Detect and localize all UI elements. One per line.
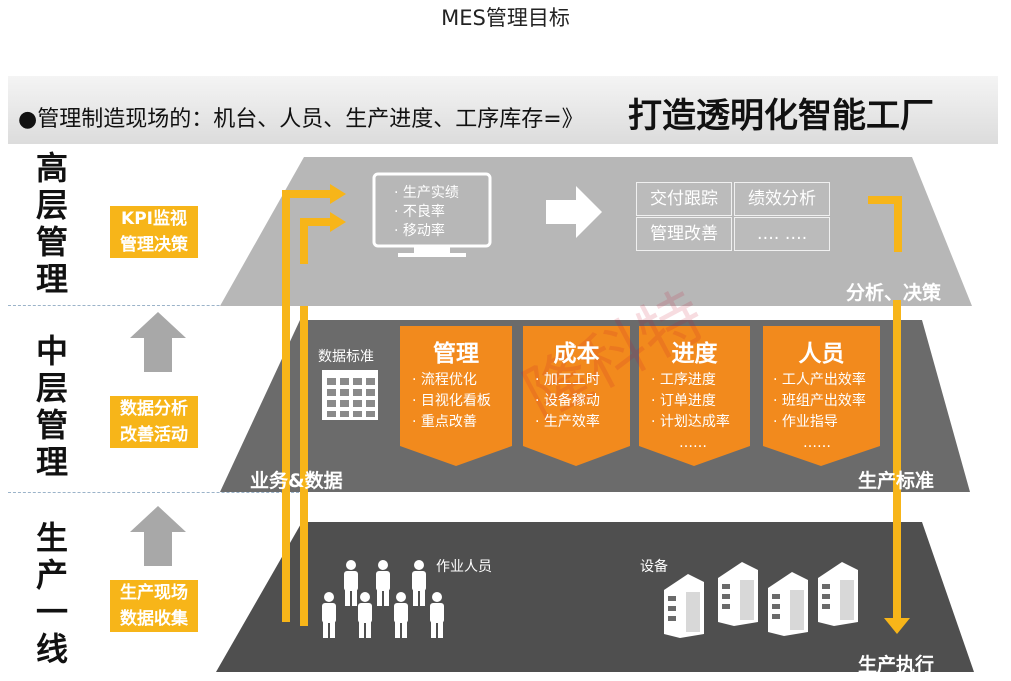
card-title: 管理 xyxy=(433,341,479,367)
down-arrow-icon xyxy=(884,618,910,634)
bent-arrow-icon xyxy=(868,196,902,252)
equipment-label: 设备 xyxy=(640,559,668,575)
level-label-top: 高层管理 xyxy=(32,150,72,298)
card-item: · 订单进度 xyxy=(651,393,716,409)
level-divider xyxy=(8,492,304,493)
level-divider xyxy=(8,305,304,306)
up-arrow-icon xyxy=(130,312,186,372)
monitor-base-icon xyxy=(398,253,466,257)
arrow-head-icon xyxy=(330,212,346,232)
card-cost-content: 成本 · 加工工时 · 设备稼动 · 生产效率 xyxy=(523,334,630,433)
card-item: · 工序进度 xyxy=(651,372,716,388)
level-label-top-text: 高层管理 xyxy=(35,149,68,298)
banner-emphasis-text: 打造透明化智能工厂 xyxy=(628,96,934,136)
tag-analysis-improvement: 数据分析 改善活动 xyxy=(110,396,198,448)
card-management-content: 管理 · 流程优化 · 目视化看板 · 重点改善 xyxy=(400,334,512,433)
tag-line: 数据收集 xyxy=(120,609,188,629)
banner-lead-text: ●管理制造现场的：机台、人员、生产进度、工序库存=》 xyxy=(18,107,584,132)
card-title: 成本 xyxy=(553,341,600,367)
card-item: …… xyxy=(803,435,831,451)
card-item: · 生产效率 xyxy=(535,414,600,430)
pillar-right xyxy=(893,300,901,620)
card-title: 进度 xyxy=(671,341,718,367)
grid-cell: 绩效分析 xyxy=(734,182,830,216)
card-item: …… xyxy=(679,435,707,451)
card-people xyxy=(763,326,880,466)
tag-line: 改善活动 xyxy=(120,425,188,445)
up-arrow-icon xyxy=(130,506,186,566)
card-item: · 流程优化 xyxy=(412,372,477,388)
card-people-content: 人员 · 工人产出效率 · 班组产出效率 · 作业指导 …… xyxy=(763,334,880,454)
card-item: · 班组产出效率 xyxy=(773,393,866,409)
tag-line: 管理决策 xyxy=(120,235,188,255)
pillar-left xyxy=(282,262,290,622)
card-item: · 设备稼动 xyxy=(535,393,600,409)
workers-label: 作业人员 xyxy=(436,559,492,575)
card-item: · 作业指导 xyxy=(773,414,838,430)
card-progress-content: 进度 · 工序进度 · 订单进度 · 计划达成率 …… xyxy=(639,334,750,454)
level-label-middle-text: 中层管理 xyxy=(35,332,68,481)
top-layer-caption: 分析、决策 xyxy=(846,282,942,304)
headline-banner xyxy=(8,76,998,144)
level-label-bottom: 生产一线 xyxy=(32,520,72,668)
right-arrow-icon xyxy=(546,186,602,238)
card-progress xyxy=(639,326,750,466)
monitor-item: · 移动率 xyxy=(394,223,445,239)
card-cost xyxy=(523,326,630,466)
bottom-right-caption: 生产执行 xyxy=(858,654,935,676)
worker-group-icon xyxy=(322,560,444,638)
middle-right-caption: 生产标准 xyxy=(858,470,935,492)
level-label-bottom-text: 生产一线 xyxy=(35,519,68,668)
card-item: · 计划达成率 xyxy=(651,414,730,430)
grid-cell: …. …. xyxy=(734,217,830,251)
card-item: · 工人产出效率 xyxy=(773,372,866,388)
top-layer-panel xyxy=(220,157,972,306)
bent-arrow-icon xyxy=(300,218,332,264)
monitor-item: · 不良率 xyxy=(394,204,445,220)
pillar-left-inner xyxy=(300,306,308,626)
card-item: · 加工工时 xyxy=(535,372,600,388)
grid-cell: 管理改善 xyxy=(636,217,732,251)
card-title: 人员 xyxy=(798,341,845,367)
tag-line: KPI监视 xyxy=(121,209,187,229)
arrow-head-icon xyxy=(330,184,346,204)
tag-field-data: 生产现场 数据收集 xyxy=(110,580,198,632)
grid-cell: 交付跟踪 xyxy=(636,182,732,216)
middle-left-caption: 业务&数据 xyxy=(250,470,343,492)
card-item: · 目视化看板 xyxy=(412,393,491,409)
data-standard-label: 数据标准 xyxy=(318,349,374,365)
monitor-item: · 生产实绩 xyxy=(394,185,459,201)
tag-line: 数据分析 xyxy=(120,399,188,419)
card-item: · 重点改善 xyxy=(412,414,477,430)
monitor-stand-icon xyxy=(414,246,450,254)
tag-kpi-decision: KPI监视 管理决策 xyxy=(110,206,198,258)
page-title: MES管理目标 xyxy=(441,6,570,30)
level-label-middle: 中层管理 xyxy=(32,333,72,481)
calendar-grid-icon xyxy=(327,378,375,417)
card-management xyxy=(400,326,512,466)
equipment-group-icon xyxy=(664,562,858,638)
bent-arrow-icon xyxy=(282,190,332,264)
monitor-item-list: · 生产实绩 · 不良率 · 移动率 xyxy=(394,184,459,241)
tag-line: 生产现场 xyxy=(120,583,188,603)
